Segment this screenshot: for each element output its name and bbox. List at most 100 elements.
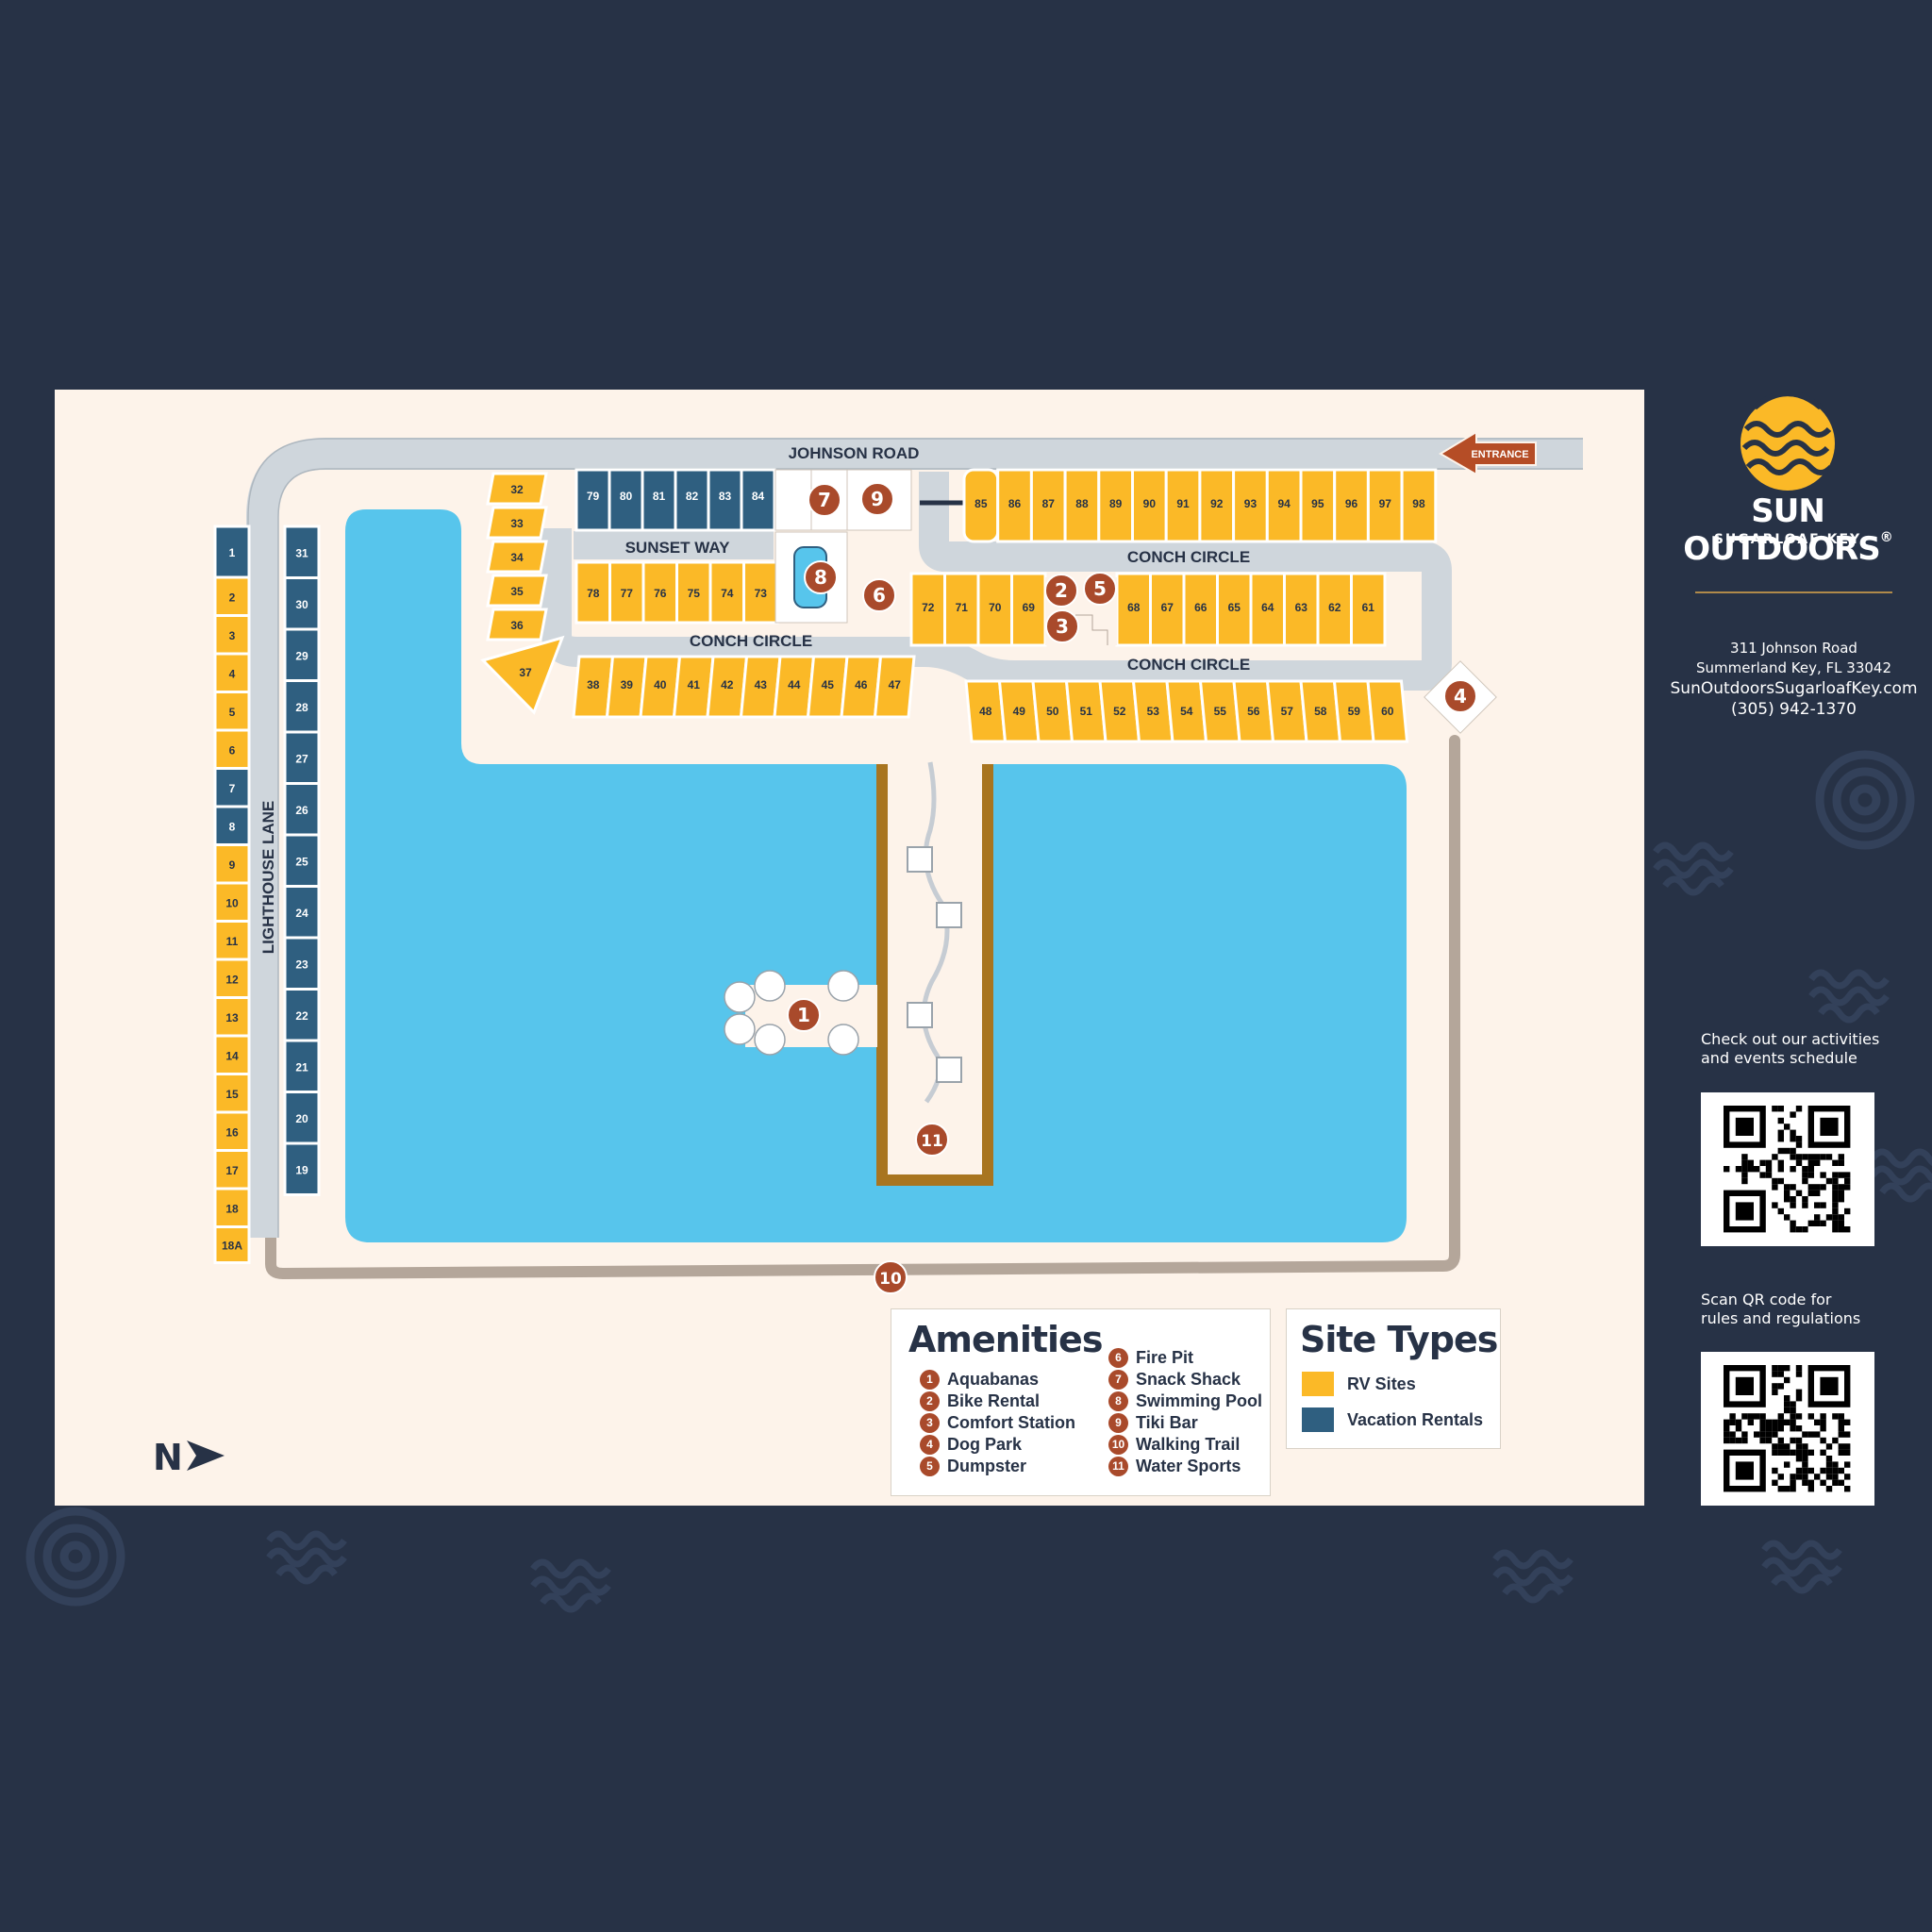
site-62[interactable]: 62 [1316,572,1353,647]
site-8[interactable]: 8 [213,805,251,846]
site-2[interactable]: 2 [213,575,251,617]
site-66[interactable]: 66 [1182,572,1219,647]
site-79[interactable]: 79 [575,468,611,532]
site-81[interactable]: 81 [641,468,677,532]
site-29[interactable]: 29 [283,627,321,682]
site-12[interactable]: 12 [213,958,251,999]
site-53[interactable]: 53 [1131,679,1174,743]
site-11[interactable]: 11 [213,920,251,961]
site-26[interactable]: 26 [283,782,321,837]
site-50[interactable]: 50 [1031,679,1074,743]
site-95[interactable]: 95 [1299,468,1337,543]
site-47[interactable]: 47 [873,655,916,719]
site-31[interactable]: 31 [283,525,321,579]
site-6[interactable]: 6 [213,728,251,770]
site-77[interactable]: 77 [608,560,645,625]
site-10[interactable]: 10 [213,881,251,923]
site-60[interactable]: 60 [1366,679,1409,743]
contact-phone[interactable]: (305) 942-1370 [1731,700,1857,719]
site-72[interactable]: 72 [909,572,946,647]
site-65[interactable]: 65 [1216,572,1253,647]
site-23[interactable]: 23 [283,936,321,991]
amenity-marker-9[interactable]: 9 [860,482,894,516]
site-34[interactable]: 34 [486,540,548,574]
amenity-marker-11[interactable]: 11 [915,1123,949,1157]
site-3[interactable]: 3 [213,614,251,656]
site-97[interactable]: 97 [1366,468,1404,543]
site-1[interactable]: 1 [213,525,251,579]
amenity-marker-8[interactable]: 8 [804,560,838,594]
amenity-marker-4[interactable]: 4 [1443,679,1477,713]
site-68[interactable]: 68 [1115,572,1152,647]
site-80[interactable]: 80 [608,468,644,532]
site-71[interactable]: 71 [943,572,980,647]
site-61[interactable]: 61 [1350,572,1387,647]
site-32[interactable]: 32 [486,472,548,506]
amenity-marker-6[interactable]: 6 [862,578,896,612]
site-20[interactable]: 20 [283,1091,321,1145]
site-93[interactable]: 93 [1232,468,1269,543]
site-17[interactable]: 17 [213,1149,251,1191]
site-27[interactable]: 27 [283,730,321,785]
site-52[interactable]: 52 [1098,679,1141,743]
site-59[interactable]: 59 [1332,679,1375,743]
site-21[interactable]: 21 [283,1039,321,1093]
site-22[interactable]: 22 [283,988,321,1042]
site-75[interactable]: 75 [675,560,712,625]
site-16[interactable]: 16 [213,1110,251,1152]
site-30[interactable]: 30 [283,576,321,631]
site-73[interactable]: 73 [742,560,779,625]
site-98[interactable]: 98 [1400,468,1438,543]
amenity-marker-2[interactable]: 2 [1044,574,1078,608]
site-15[interactable]: 15 [213,1073,251,1114]
amenity-marker-3[interactable]: 3 [1045,609,1079,643]
site-78[interactable]: 78 [575,560,611,625]
site-91[interactable]: 91 [1164,468,1202,543]
amenity-marker-10[interactable]: 10 [874,1260,908,1294]
site-70[interactable]: 70 [976,572,1013,647]
amenity-marker-1[interactable]: 1 [787,998,821,1032]
amenity-marker-5[interactable]: 5 [1083,572,1117,606]
site-63[interactable]: 63 [1283,572,1320,647]
site-84[interactable]: 84 [740,468,776,532]
site-24[interactable]: 24 [283,885,321,940]
site-35[interactable]: 35 [486,574,548,608]
site-83[interactable]: 83 [707,468,743,532]
site-5[interactable]: 5 [213,691,251,732]
site-14[interactable]: 14 [213,1034,251,1075]
activities-qr-code[interactable] [1701,1092,1874,1246]
site-69[interactable]: 69 [1010,572,1047,647]
site-36[interactable]: 36 [486,608,548,641]
site-89[interactable]: 89 [1097,468,1135,543]
site-9[interactable]: 9 [213,843,251,885]
site-87[interactable]: 87 [1029,468,1067,543]
site-82[interactable]: 82 [674,468,710,532]
site-88[interactable]: 88 [1063,468,1101,543]
site-96[interactable]: 96 [1333,468,1370,543]
site-90[interactable]: 90 [1131,468,1168,543]
site-41[interactable]: 41 [672,655,715,719]
site-33[interactable]: 33 [486,506,548,540]
amenity-label: Comfort Station [947,1413,1075,1432]
site-13[interactable]: 13 [213,996,251,1038]
site-94[interactable]: 94 [1265,468,1303,543]
site-18[interactable]: 18 [213,1187,251,1228]
site-92[interactable]: 92 [1198,468,1236,543]
site-74[interactable]: 74 [708,560,745,625]
site-76[interactable]: 76 [641,560,678,625]
amenity-marker-7[interactable]: 7 [808,483,841,517]
site-37[interactable]: 37 [480,635,565,715]
rules-qr-code[interactable] [1701,1352,1874,1506]
site-28[interactable]: 28 [283,679,321,734]
site-64[interactable]: 64 [1249,572,1286,647]
site-85[interactable]: 85 [962,468,1000,543]
site-67[interactable]: 67 [1149,572,1186,647]
site-19[interactable]: 19 [283,1141,321,1196]
site-25[interactable]: 25 [283,833,321,888]
site-46[interactable]: 46 [840,655,883,719]
site-7[interactable]: 7 [213,767,251,808]
site-86[interactable]: 86 [996,468,1033,543]
site-4[interactable]: 4 [213,652,251,693]
site-18A[interactable]: 18A [213,1225,251,1264]
contact-website-link[interactable]: SunOutdoorsSugarloafKey.com [1670,679,1918,698]
